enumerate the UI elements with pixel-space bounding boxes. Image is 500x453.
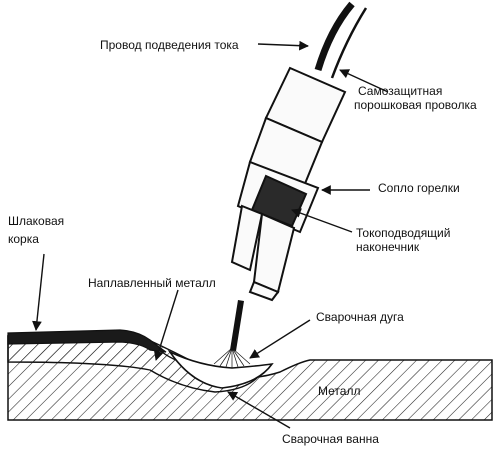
- label-nozzle: Сопло горелки: [378, 181, 460, 195]
- leader-lines: [32, 40, 389, 429]
- label-flux-wire-line1: Самозащитная: [358, 84, 443, 98]
- label-base-metal: Металл: [318, 384, 361, 398]
- label-weld-pool: Сварочная ванна: [282, 432, 379, 446]
- label-slag-line1: Шлаковая: [8, 214, 65, 228]
- torch: [230, 1, 368, 302]
- label-contact-tip-line2: наконечник: [356, 240, 420, 254]
- label-slag-line2: корка: [8, 232, 39, 246]
- slag-crust: [7, 329, 167, 353]
- label-contact-tip-line1: Токоподводящий: [356, 226, 451, 240]
- electrode-wire: [230, 300, 244, 351]
- arc-sparks: [213, 347, 251, 368]
- label-arc: Сварочная дуга: [316, 310, 404, 324]
- label-flux-wire-line2: порошковая проволка: [354, 98, 477, 112]
- label-feed-wire: Провод подведения тока: [100, 38, 239, 52]
- weld-pool-shape: [167, 350, 274, 389]
- label-deposited-metal: Наплавленный металл: [88, 276, 216, 290]
